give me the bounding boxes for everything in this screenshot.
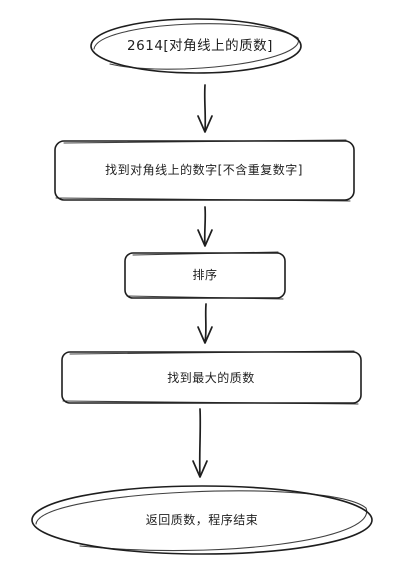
arrow-head-icon: [192, 460, 208, 478]
edge-line: [203, 84, 207, 132]
edge-find-max-prime-to-end: [192, 408, 208, 478]
edge-sort-to-find-max-prime: [197, 303, 213, 344]
edge-line: [198, 408, 202, 477]
node-find-diagonal[interactable]: 找到对角线上的数字[不含重复数字]: [54, 139, 355, 202]
node-start-label: 2614[对角线上的质数]: [127, 38, 273, 54]
edge-find-diagonal-to-sort: [197, 206, 213, 247]
edge-start-to-find-diagonal: [197, 84, 213, 133]
arrow-head-icon: [197, 229, 213, 247]
node-end[interactable]: 返回质数，程序结束: [31, 485, 373, 555]
arrow-head-icon: [197, 115, 213, 133]
node-sort[interactable]: 排序: [124, 251, 286, 300]
node-end-label: 返回质数，程序结束: [146, 512, 259, 527]
edge-line: [204, 303, 207, 343]
node-sort-label: 排序: [192, 267, 217, 282]
edge-line: [203, 206, 207, 246]
node-start[interactable]: 2614[对角线上的质数]: [90, 18, 302, 74]
node-find-max-prime[interactable]: 找到最大的质数: [61, 350, 362, 405]
node-find-diagonal-label: 找到对角线上的数字[不含重复数字]: [105, 162, 303, 177]
node-find-max-prime-label: 找到最大的质数: [167, 370, 255, 385]
arrow-head-icon: [197, 326, 213, 344]
